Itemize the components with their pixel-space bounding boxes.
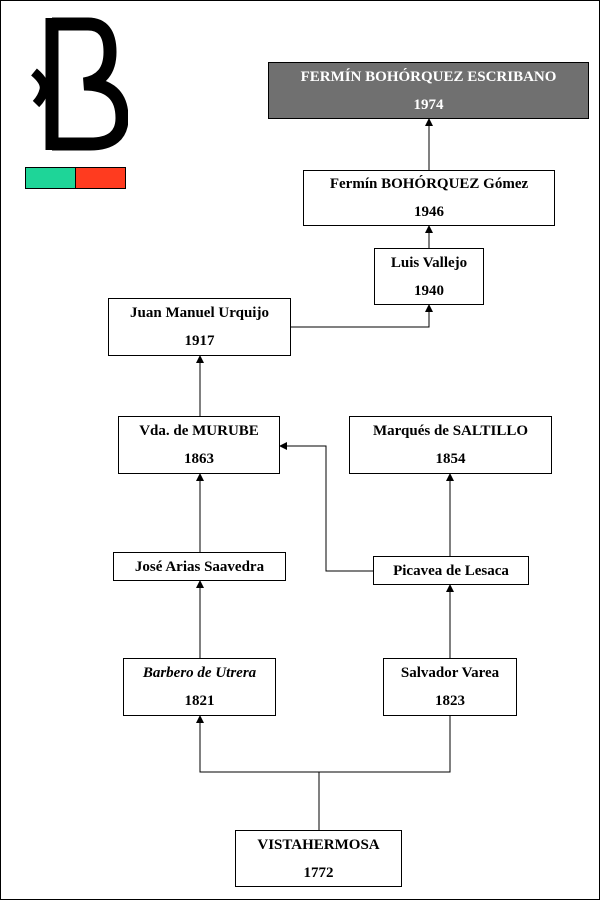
node-name: Barbero de Utrera — [142, 665, 257, 681]
node-name: Juan Manuel Urquijo — [130, 305, 269, 321]
node-year: 1823 — [435, 693, 465, 709]
node-name: Picavea de Lesaca — [393, 562, 509, 579]
node-name: Marqués de SALTILLO — [372, 423, 529, 439]
node-year: 1821 — [184, 693, 215, 709]
edge-vistahermosa-to-barbero — [196, 715, 320, 830]
node-year: 1946 — [414, 204, 444, 220]
brand-color-swatch-red — [75, 167, 126, 189]
node-picavea-de-lesaca: Picavea de Lesaca — [373, 556, 529, 585]
node-year: 1854 — [435, 451, 466, 467]
node-marques-de-saltillo: Marqués de SALTILLO 1854 — [349, 416, 552, 474]
node-name: Luis Vallejo — [390, 254, 468, 271]
node-year: 1772 — [303, 864, 334, 881]
node-year: 1917 — [184, 333, 215, 349]
node-name: José Arias Saavedra — [134, 558, 265, 575]
node-fermin-bohorquez-escribano: FERMÍN BOHÓRQUEZ ESCRIBANO 1974 — [268, 62, 589, 119]
node-year: 1974 — [413, 96, 444, 113]
brand-logo — [31, 17, 128, 151]
node-name: Vda. de MURUBE — [139, 423, 259, 439]
node-fermin-bohorquez-gomez: Fermín BOHÓRQUEZ Gómez 1946 — [303, 170, 555, 226]
node-name: FERMÍN BOHÓRQUEZ ESCRIBANO — [300, 68, 557, 85]
edge-vistahermosa-to-varea — [319, 716, 451, 773]
node-name: VISTAHERMOSA — [257, 836, 380, 853]
node-vda-de-murube: Vda. de MURUBE 1863 — [118, 416, 280, 474]
edge-picavea-to-murube — [279, 442, 373, 572]
node-vistahermosa: VISTAHERMOSA 1772 — [235, 830, 402, 887]
edge-urquijo-to-vallejo — [291, 304, 433, 328]
node-barbero-de-utrera: Barbero de Utrera 1821 — [123, 658, 276, 716]
node-year: 1863 — [184, 451, 214, 467]
node-luis-vallejo: Luis Vallejo 1940 — [374, 248, 484, 305]
node-year: 1940 — [414, 282, 444, 299]
node-juan-manuel-urquijo: Juan Manuel Urquijo 1917 — [108, 298, 291, 356]
node-jose-arias-saavedra: José Arias Saavedra — [113, 552, 286, 581]
node-name: Fermín BOHÓRQUEZ Gómez — [329, 176, 529, 192]
node-salvador-varea: Salvador Varea 1823 — [383, 658, 517, 716]
brand-color-swatch-green — [25, 167, 76, 189]
node-name: Salvador Varea — [400, 665, 500, 681]
